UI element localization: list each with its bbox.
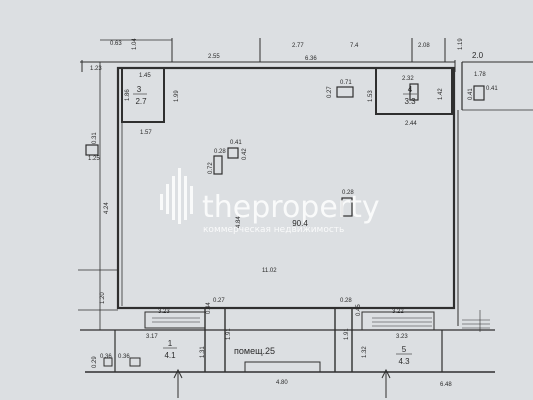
room-1-area: 4.1 — [164, 351, 176, 360]
dim-label: 1.19 — [458, 38, 464, 50]
dimension-labels: 0.63 1.04 2.55 2.77 7.4 2.08 1.19 6.36 1… — [88, 38, 498, 388]
dim-label: 2.32 — [402, 76, 414, 82]
dim-label: 6.36 — [305, 56, 317, 62]
dim-label: 0.36 — [118, 354, 130, 360]
dim-label: 1.91 — [344, 328, 350, 340]
dim-label: 6.48 — [440, 382, 452, 388]
dim-label: 0.45 — [356, 304, 362, 316]
dim-label: 3.22 — [392, 309, 404, 315]
dim-label: 1.20 — [100, 292, 106, 304]
room-5-number: 5 — [402, 345, 407, 354]
dim-label: 1.23 — [90, 66, 102, 72]
room-1-number: 1 — [168, 339, 173, 348]
premises-label: помещ.25 — [234, 346, 275, 356]
room-3-number: 3 — [137, 85, 142, 94]
room-2-area: 2.0 — [472, 51, 484, 60]
dim-label: 0.31 — [92, 132, 98, 144]
dim-label: 1.53 — [368, 90, 374, 102]
dim-label: 1.31 — [200, 346, 206, 358]
dim-label: 0.27 — [327, 86, 333, 98]
dim-label: 3.23 — [396, 334, 408, 340]
dim-label: 3.23 — [158, 309, 170, 315]
room-3-area: 2.7 — [135, 97, 147, 106]
dim-label: 1.32 — [362, 346, 368, 358]
dim-label: 0.41 — [230, 140, 242, 146]
dim-label: 4.80 — [276, 380, 288, 386]
room-4-area: 3.3 — [404, 97, 416, 106]
dim-label: 2.55 — [208, 54, 220, 60]
dim-label: 0.72 — [208, 162, 214, 174]
room-main-area: 90.4 — [292, 219, 308, 228]
dim-label: 0.41 — [486, 86, 498, 92]
dim-label: 3.17 — [146, 334, 158, 340]
watermark-logo-icon — [160, 168, 193, 224]
dim-label: 2.44 — [405, 121, 417, 127]
dim-label: 0.28 — [340, 298, 352, 304]
dim-label: 0.29 — [92, 356, 98, 368]
watermark-tagline: коммерческая недвижимость — [203, 225, 344, 235]
dim-label: 0.41 — [468, 88, 474, 100]
dim-label: 2.08 — [418, 43, 430, 49]
dim-label: 0.63 — [110, 41, 122, 47]
dim-label: 1.86 — [125, 89, 131, 101]
dim-label: 1.04 — [132, 38, 138, 50]
watermark-brand: theproperty — [202, 190, 380, 225]
dim-label: 0.28 — [342, 190, 354, 196]
dim-label: 4.24 — [104, 202, 110, 214]
dim-label: 11.02 — [262, 268, 277, 274]
dim-label: 0.27 — [213, 298, 225, 304]
room-4-number: 4 — [408, 85, 413, 94]
room-5-area: 4.3 — [398, 357, 410, 366]
dim-label: 0.44 — [206, 302, 212, 314]
dim-label: 1.57 — [140, 130, 152, 136]
dim-label: 0.28 — [214, 149, 226, 155]
dim-label: 1.45 — [139, 73, 151, 79]
room-labels: 3 2.7 4 3.3 1 4.1 5 4.3 2.0 90.4 помещ.2… — [133, 51, 484, 366]
walls — [78, 38, 533, 398]
watermark: theproperty коммерческая недвижимость — [160, 168, 380, 235]
dim-label: 1.91 — [226, 328, 232, 340]
dim-label: 1.78 — [474, 72, 486, 78]
dim-label: 0.36 — [100, 354, 112, 360]
dim-label: 1.25 — [88, 156, 100, 162]
dim-label: 7.4 — [350, 43, 359, 49]
dim-label: 1.42 — [438, 88, 444, 100]
dim-label: 1.99 — [174, 90, 180, 102]
dim-label: 4.84 — [236, 216, 242, 228]
dim-label: 0.71 — [340, 80, 352, 86]
dim-label: 0.42 — [242, 148, 248, 160]
dim-label: 2.77 — [292, 43, 304, 49]
